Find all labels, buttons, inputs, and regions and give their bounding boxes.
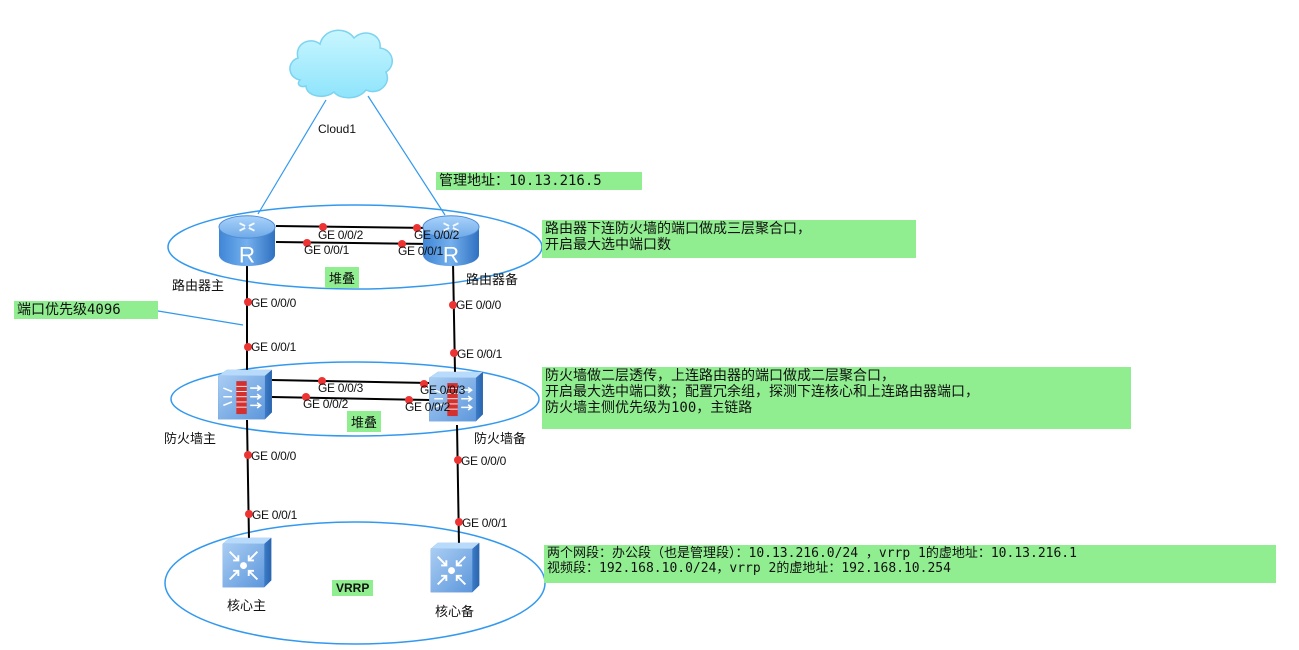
firewall-master-label: 防火墙主 [164, 431, 216, 447]
core-backup-icon[interactable] [429, 542, 481, 594]
router-master-icon[interactable] [218, 214, 276, 268]
port-label: GE 0/0/2 [303, 397, 349, 411]
port-label: GE 0/0/1 [252, 508, 298, 522]
port-label: GE 0/0/3 [318, 381, 364, 395]
core-master-icon[interactable] [221, 537, 273, 589]
port-dot [318, 377, 326, 385]
port-priority-note: 端口优先级4096 [14, 301, 158, 319]
port-dot [454, 456, 462, 464]
router-link-ge001 [275, 241, 433, 245]
cloud-router-master-link [257, 99, 327, 215]
port-label: GE 0/0/3 [420, 383, 466, 397]
port-dot [303, 239, 311, 247]
port-dot [244, 343, 252, 351]
port-label: GE 0/0/2 [405, 400, 451, 414]
port-label: GE 0/0/0 [456, 298, 502, 312]
firewall-core-backup-link [456, 424, 460, 546]
router-master-label: 路由器主 [172, 278, 224, 294]
core-master-label: 核心主 [227, 599, 266, 614]
firewall-link-ge003 [271, 379, 431, 384]
port-priority-pointer [151, 309, 244, 326]
port-label: GE 0/0/0 [461, 454, 507, 468]
cloud-router-backup-link [367, 95, 446, 216]
router-note: 路由器下连防火墙的端口做成三层聚合口， 开启最大选中端口数 [542, 220, 916, 258]
port-dot [449, 301, 457, 309]
port-dot [420, 380, 428, 388]
router-stack-tag: 堆叠 [325, 267, 360, 288]
core-vrrp-ellipse [164, 521, 546, 645]
port-dot [244, 298, 252, 306]
core-backup-label: 核心备 [435, 604, 474, 620]
port-label: GE 0/0/0 [251, 296, 297, 310]
cloud-label: Cloud1 [318, 122, 356, 136]
port-dot [245, 510, 253, 518]
port-label: GE 0/0/0 [251, 449, 297, 463]
port-dot [319, 223, 327, 231]
port-label: GE 0/0/2 [414, 228, 460, 242]
port-dot [405, 396, 413, 404]
cloud-icon [289, 29, 393, 99]
port-dots [244, 223, 463, 526]
port-dot [244, 451, 252, 459]
core-note: 两个网段：办公段（也是管理段）：10.13.216.0/24 ，vrrp 1的虚… [544, 545, 1276, 583]
firewall-note: 防火墙做二层透传，上连路由器的端口做成二层聚合口， 开启最大选中端口数；配置冗余… [542, 367, 1131, 429]
port-dot [413, 224, 421, 232]
firewall-link-ge002 [271, 396, 431, 401]
firewall-core-master-link [246, 419, 250, 541]
firewall-backup-label: 防火墙备 [474, 431, 526, 447]
mgmt-address-note: 管理地址：10.13.216.5 [436, 172, 642, 190]
port-label: GE 0/0/2 [318, 228, 364, 242]
port-dot [302, 393, 310, 401]
port-label: GE 0/0/1 [304, 243, 350, 257]
port-dot [455, 518, 463, 526]
firewall-master-icon[interactable] [217, 369, 273, 421]
port-dot [398, 240, 406, 248]
router-link-ge002 [275, 225, 433, 229]
port-label: GE 0/0/1 [398, 244, 444, 258]
router-backup-label: 路由器备 [466, 272, 518, 288]
port-label: GE 0/0/1 [462, 516, 508, 530]
firewall-stack-tag: 堆叠 [347, 411, 382, 432]
vrrp-tag: VRRP [332, 580, 374, 596]
firewall-stack-ellipse [170, 361, 540, 437]
port-dot [450, 349, 458, 357]
port-label: GE 0/0/1 [251, 340, 297, 354]
port-label: GE 0/0/1 [457, 347, 503, 361]
